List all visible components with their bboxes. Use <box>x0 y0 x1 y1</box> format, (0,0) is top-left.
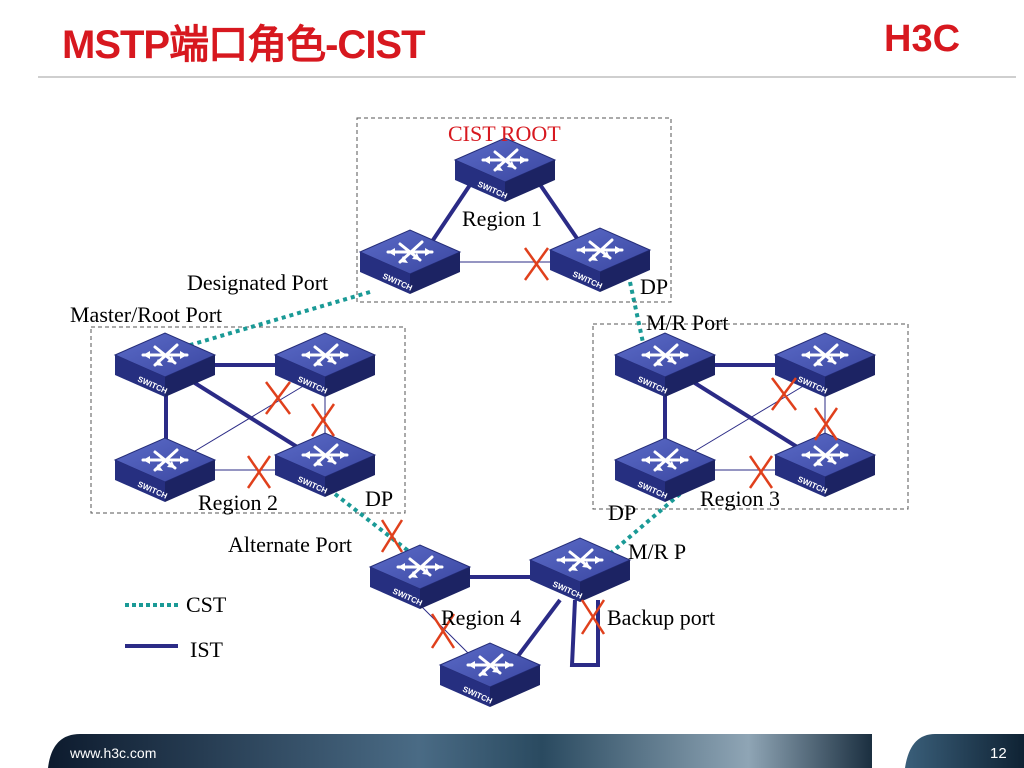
footer-url[interactable]: www.h3c.com <box>70 745 157 761</box>
blocked-port-marks <box>246 247 839 649</box>
page-number: 12 <box>990 745 1007 762</box>
dp-label-r1: DP <box>640 274 668 299</box>
ist-link <box>513 598 562 662</box>
svg-text:H3C: H3C <box>884 18 960 58</box>
switch-r4-left <box>368 543 472 611</box>
mr-p-label-r4: M/R P <box>628 539 686 564</box>
designated-port-label: Designated Port <box>187 270 328 295</box>
switch-r2-top-right <box>273 331 377 399</box>
region3-label: Region 3 <box>700 486 780 511</box>
region1-label: Region 1 <box>462 206 542 231</box>
legend-ist-label: IST <box>190 637 224 662</box>
ist-link-blocked <box>419 604 476 661</box>
region3-box <box>592 323 909 510</box>
region4-label: Region 4 <box>441 605 521 630</box>
legend: CST IST <box>125 592 227 662</box>
blocked-x-icon <box>523 247 550 281</box>
switch-r4-bottom <box>438 641 542 709</box>
backup-port-label: Backup port <box>607 605 715 630</box>
dp-label-r2: DP <box>365 486 393 511</box>
h3c-logo: H3C <box>884 18 960 58</box>
switch-r1-right <box>548 226 652 294</box>
slide-title: MSTP端口角色-CIST <box>62 23 426 67</box>
region2-label: Region 2 <box>198 490 278 515</box>
blocked-x-icon <box>246 455 272 489</box>
blocked-x-icon <box>771 377 797 411</box>
blocked-x-icon <box>580 599 606 635</box>
cist-root-label: CIST ROOT <box>448 121 561 146</box>
cst-link-r1-r3 <box>628 281 647 353</box>
switch-r1-left <box>358 228 462 296</box>
blocked-x-icon <box>813 407 839 441</box>
blocked-x-icon <box>310 403 336 437</box>
cst-link-r2-r4 <box>333 492 422 562</box>
blocked-x-icon <box>430 613 456 649</box>
region1-box <box>356 117 672 303</box>
backup-loop-link <box>569 599 600 667</box>
footer-banner <box>48 734 1024 768</box>
switch-cist-root <box>453 136 557 204</box>
master-root-port-label: Master/Root Port <box>70 302 222 327</box>
blocked-x-icon <box>748 455 774 489</box>
title-divider <box>38 76 1016 78</box>
ist-link-blocked <box>679 384 806 461</box>
mr-port-label-r3: M/R Port <box>646 310 729 335</box>
cst-link-r3-r4 <box>603 492 682 560</box>
alternate-port-label: Alternate Port <box>228 532 352 557</box>
blocked-x-icon <box>265 381 291 415</box>
dp-label-r3: DP <box>608 500 636 525</box>
cst-link-r1-r2 <box>179 290 371 350</box>
blocked-x-icon <box>380 519 404 553</box>
mstp-topology-diagram: SWITCH <box>70 117 909 709</box>
ist-link-blocked <box>179 384 306 461</box>
region2-box <box>90 326 406 514</box>
switch-r4-right <box>528 536 632 604</box>
legend-cst-label: CST <box>186 592 227 617</box>
